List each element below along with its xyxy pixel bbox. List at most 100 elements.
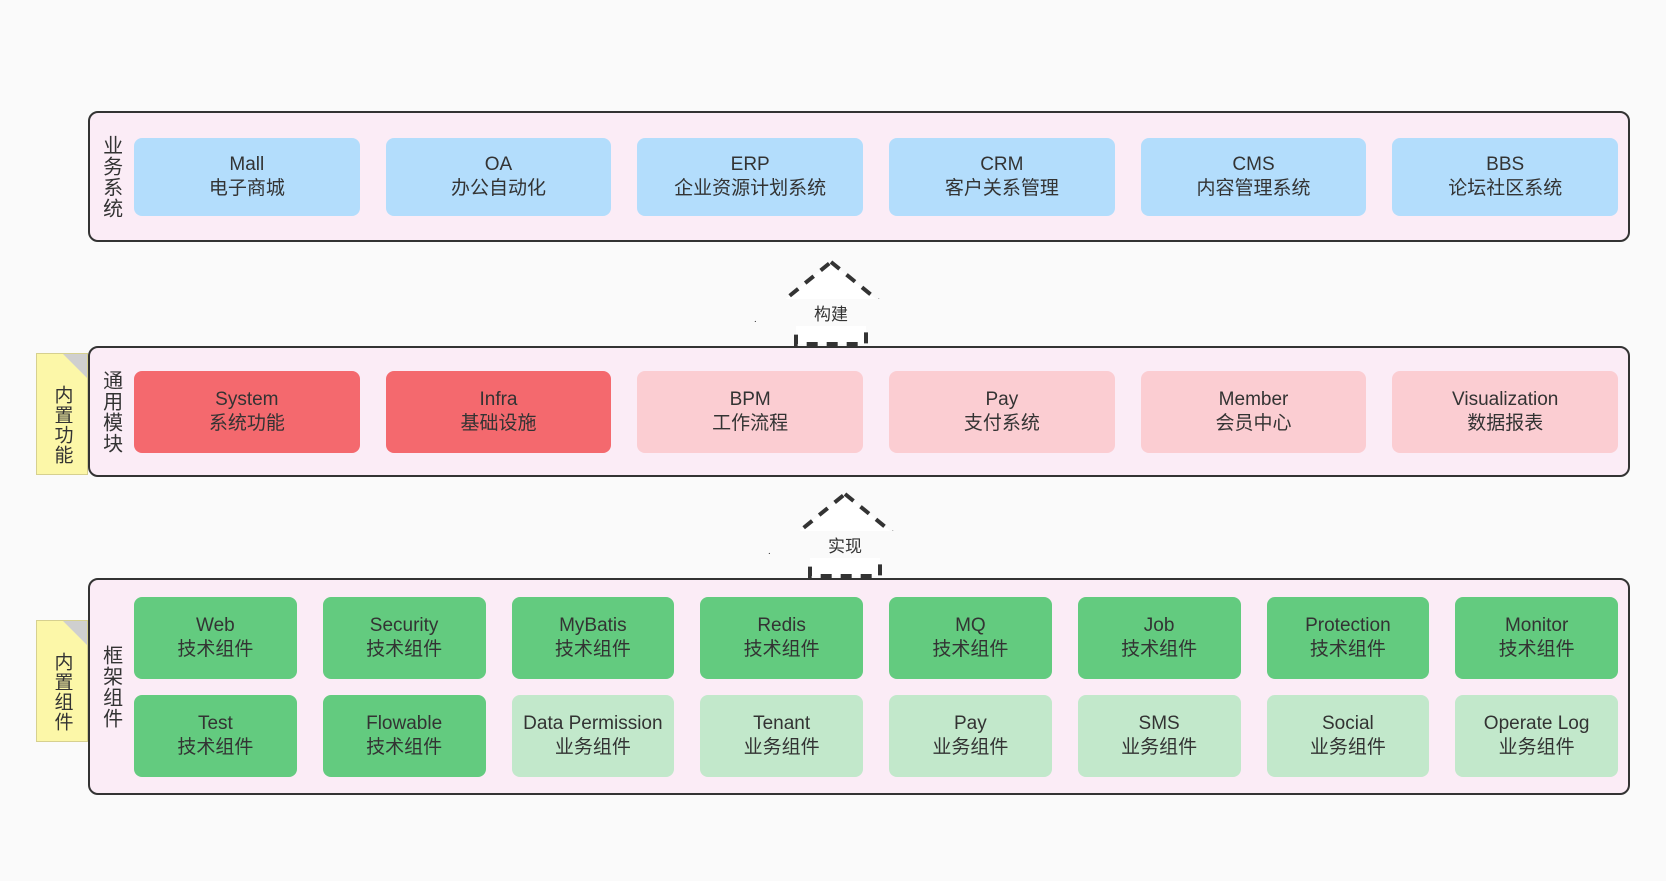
node-bbs[interactable]: BBS 论坛社区系统 — [1392, 137, 1619, 216]
connector-implement-arrow: 实现 — [768, 490, 922, 578]
node-subtitle: 业务组件 — [554, 736, 631, 758]
node-flowable[interactable]: Flowable 技术组件 — [322, 694, 486, 777]
node-subtitle: 会员中心 — [1215, 412, 1292, 434]
layer-title-modules: 通用模块 — [99, 369, 122, 454]
connector-build-arrow: 构建 — [754, 258, 908, 346]
node-subtitle: 业务组件 — [1121, 736, 1198, 758]
node-subtitle: 内容管理系统 — [1196, 177, 1311, 199]
node-data-permission[interactable]: Data Permission 业务组件 — [511, 694, 675, 777]
node-mq[interactable]: MQ 技术组件 — [889, 596, 1052, 679]
node-subtitle: 数据报表 — [1467, 412, 1544, 434]
node-subtitle: 论坛社区系统 — [1448, 177, 1563, 199]
node-subtitle: 业务组件 — [743, 736, 820, 758]
node-pay-module[interactable]: Pay 支付系统 — [889, 370, 1115, 453]
node-social[interactable]: Social 业务组件 — [1266, 694, 1430, 777]
node-web[interactable]: Web 技术组件 — [134, 596, 297, 679]
node-subtitle: 技术组件 — [1309, 638, 1386, 660]
node-title: MQ — [955, 615, 986, 637]
node-system[interactable]: System 系统功能 — [134, 370, 360, 453]
node-subtitle: 支付系统 — [963, 412, 1040, 434]
node-protection[interactable]: Protection 技术组件 — [1266, 596, 1430, 679]
sticky-note-label: 内置功能 — [51, 385, 73, 465]
node-title: Job — [1143, 615, 1175, 637]
node-row: Test 技术组件 Flowable 技术组件 Data Permission … — [134, 694, 1618, 777]
node-title: ERP — [730, 154, 770, 176]
node-title: Protection — [1305, 615, 1391, 637]
layer-body-framework: Web 技术组件 Security 技术组件 MyBatis 技术组件 Redi… — [130, 580, 1628, 793]
node-subtitle: 业务组件 — [1498, 736, 1575, 758]
node-row: Web 技术组件 Security 技术组件 MyBatis 技术组件 Redi… — [134, 596, 1618, 679]
node-title: System — [215, 389, 279, 411]
node-title: OA — [484, 154, 513, 176]
node-title: Test — [197, 713, 233, 735]
fold-corner-icon — [63, 621, 87, 645]
node-title: Pay — [954, 713, 987, 735]
node-row: Mall 电子商城 OA 办公自动化 ERP 企业资源计划系统 CRM 客户关系… — [134, 137, 1619, 216]
node-title: BBS — [1486, 154, 1525, 176]
node-visualization[interactable]: Visualization 数据报表 — [1392, 370, 1619, 453]
node-cms[interactable]: CMS 内容管理系统 — [1140, 137, 1367, 216]
node-title: BPM — [729, 389, 771, 411]
node-oa[interactable]: OA 办公自动化 — [385, 137, 612, 216]
node-title: MyBatis — [559, 615, 627, 637]
node-subtitle: 技术组件 — [743, 638, 820, 660]
node-title: Monitor — [1504, 615, 1569, 637]
node-title: CRM — [980, 154, 1024, 176]
node-subtitle: 技术组件 — [177, 638, 254, 660]
node-rows-modules: System 系统功能 Infra 基础设施 BPM 工作流程 Pay 支付系统 — [134, 370, 1619, 453]
node-rows-business: Mall 电子商城 OA 办公自动化 ERP 企业资源计划系统 CRM 客户关系… — [134, 137, 1619, 216]
node-pay-component[interactable]: Pay 业务组件 — [889, 694, 1052, 777]
layer-title-framework: 框架组件 — [99, 644, 122, 729]
sticky-note-builtin-component: 内置组件 — [36, 620, 88, 742]
node-tenant[interactable]: Tenant 业务组件 — [700, 694, 863, 777]
layer-common-module: 通用模块 System 系统功能 Infra 基础设施 BPM 工作流程 — [88, 346, 1630, 477]
node-subtitle: 客户关系管理 — [944, 177, 1059, 199]
node-subtitle: 业务组件 — [932, 736, 1009, 758]
node-subtitle: 技术组件 — [1121, 638, 1198, 660]
node-title: Pay — [985, 389, 1019, 411]
node-row: System 系统功能 Infra 基础设施 BPM 工作流程 Pay 支付系统 — [134, 370, 1619, 453]
node-title: Flowable — [366, 713, 443, 735]
node-security[interactable]: Security 技术组件 — [322, 596, 486, 679]
node-subtitle: 技术组件 — [554, 638, 631, 660]
node-title: Tenant — [753, 713, 811, 735]
node-subtitle: 企业资源计划系统 — [674, 177, 827, 199]
node-title: SMS — [1138, 713, 1180, 735]
node-test[interactable]: Test 技术组件 — [134, 694, 297, 777]
node-title: CMS — [1232, 154, 1275, 176]
node-sms[interactable]: SMS 业务组件 — [1077, 694, 1241, 777]
node-subtitle: 办公自动化 — [451, 177, 547, 199]
sticky-note-builtin-function: 内置功能 — [36, 353, 88, 475]
layer-body-business: Mall 电子商城 OA 办公自动化 ERP 企业资源计划系统 CRM 客户关系… — [130, 113, 1628, 240]
node-title: Security — [369, 615, 439, 637]
node-operate-log[interactable]: Operate Log 业务组件 — [1455, 694, 1618, 777]
node-title: Operate Log — [1483, 713, 1590, 735]
node-title: Member — [1218, 389, 1289, 411]
node-crm[interactable]: CRM 客户关系管理 — [889, 137, 1115, 216]
node-infra[interactable]: Infra 基础设施 — [385, 370, 612, 453]
node-title: Visualization — [1452, 389, 1559, 411]
layer-title-business: 业务系统 — [99, 134, 122, 219]
node-mybatis[interactable]: MyBatis 技术组件 — [511, 596, 675, 679]
node-member[interactable]: Member 会员中心 — [1140, 370, 1367, 453]
node-title: Web — [196, 615, 235, 637]
node-title: Social — [1322, 713, 1374, 735]
node-erp[interactable]: ERP 企业资源计划系统 — [637, 137, 864, 216]
node-subtitle: 技术组件 — [366, 736, 443, 758]
node-title: Redis — [757, 615, 806, 637]
layer-body-modules: System 系统功能 Infra 基础设施 BPM 工作流程 Pay 支付系统 — [130, 348, 1628, 475]
node-redis[interactable]: Redis 技术组件 — [700, 596, 863, 679]
node-subtitle: 技术组件 — [932, 638, 1009, 660]
node-subtitle: 技术组件 — [1498, 638, 1575, 660]
node-monitor[interactable]: Monitor 技术组件 — [1455, 596, 1618, 679]
node-subtitle: 基础设施 — [460, 412, 537, 434]
node-bpm[interactable]: BPM 工作流程 — [637, 370, 864, 453]
node-title: Data Permission — [523, 713, 663, 735]
node-subtitle: 工作流程 — [712, 412, 789, 434]
layer-business-system: 业务系统 Mall 电子商城 OA 办公自动化 ERP 企业资源计划系统 — [88, 111, 1630, 242]
node-mall[interactable]: Mall 电子商城 — [134, 137, 360, 216]
node-job[interactable]: Job 技术组件 — [1077, 596, 1241, 679]
fold-corner-icon — [63, 354, 87, 378]
node-subtitle: 业务组件 — [1309, 736, 1386, 758]
